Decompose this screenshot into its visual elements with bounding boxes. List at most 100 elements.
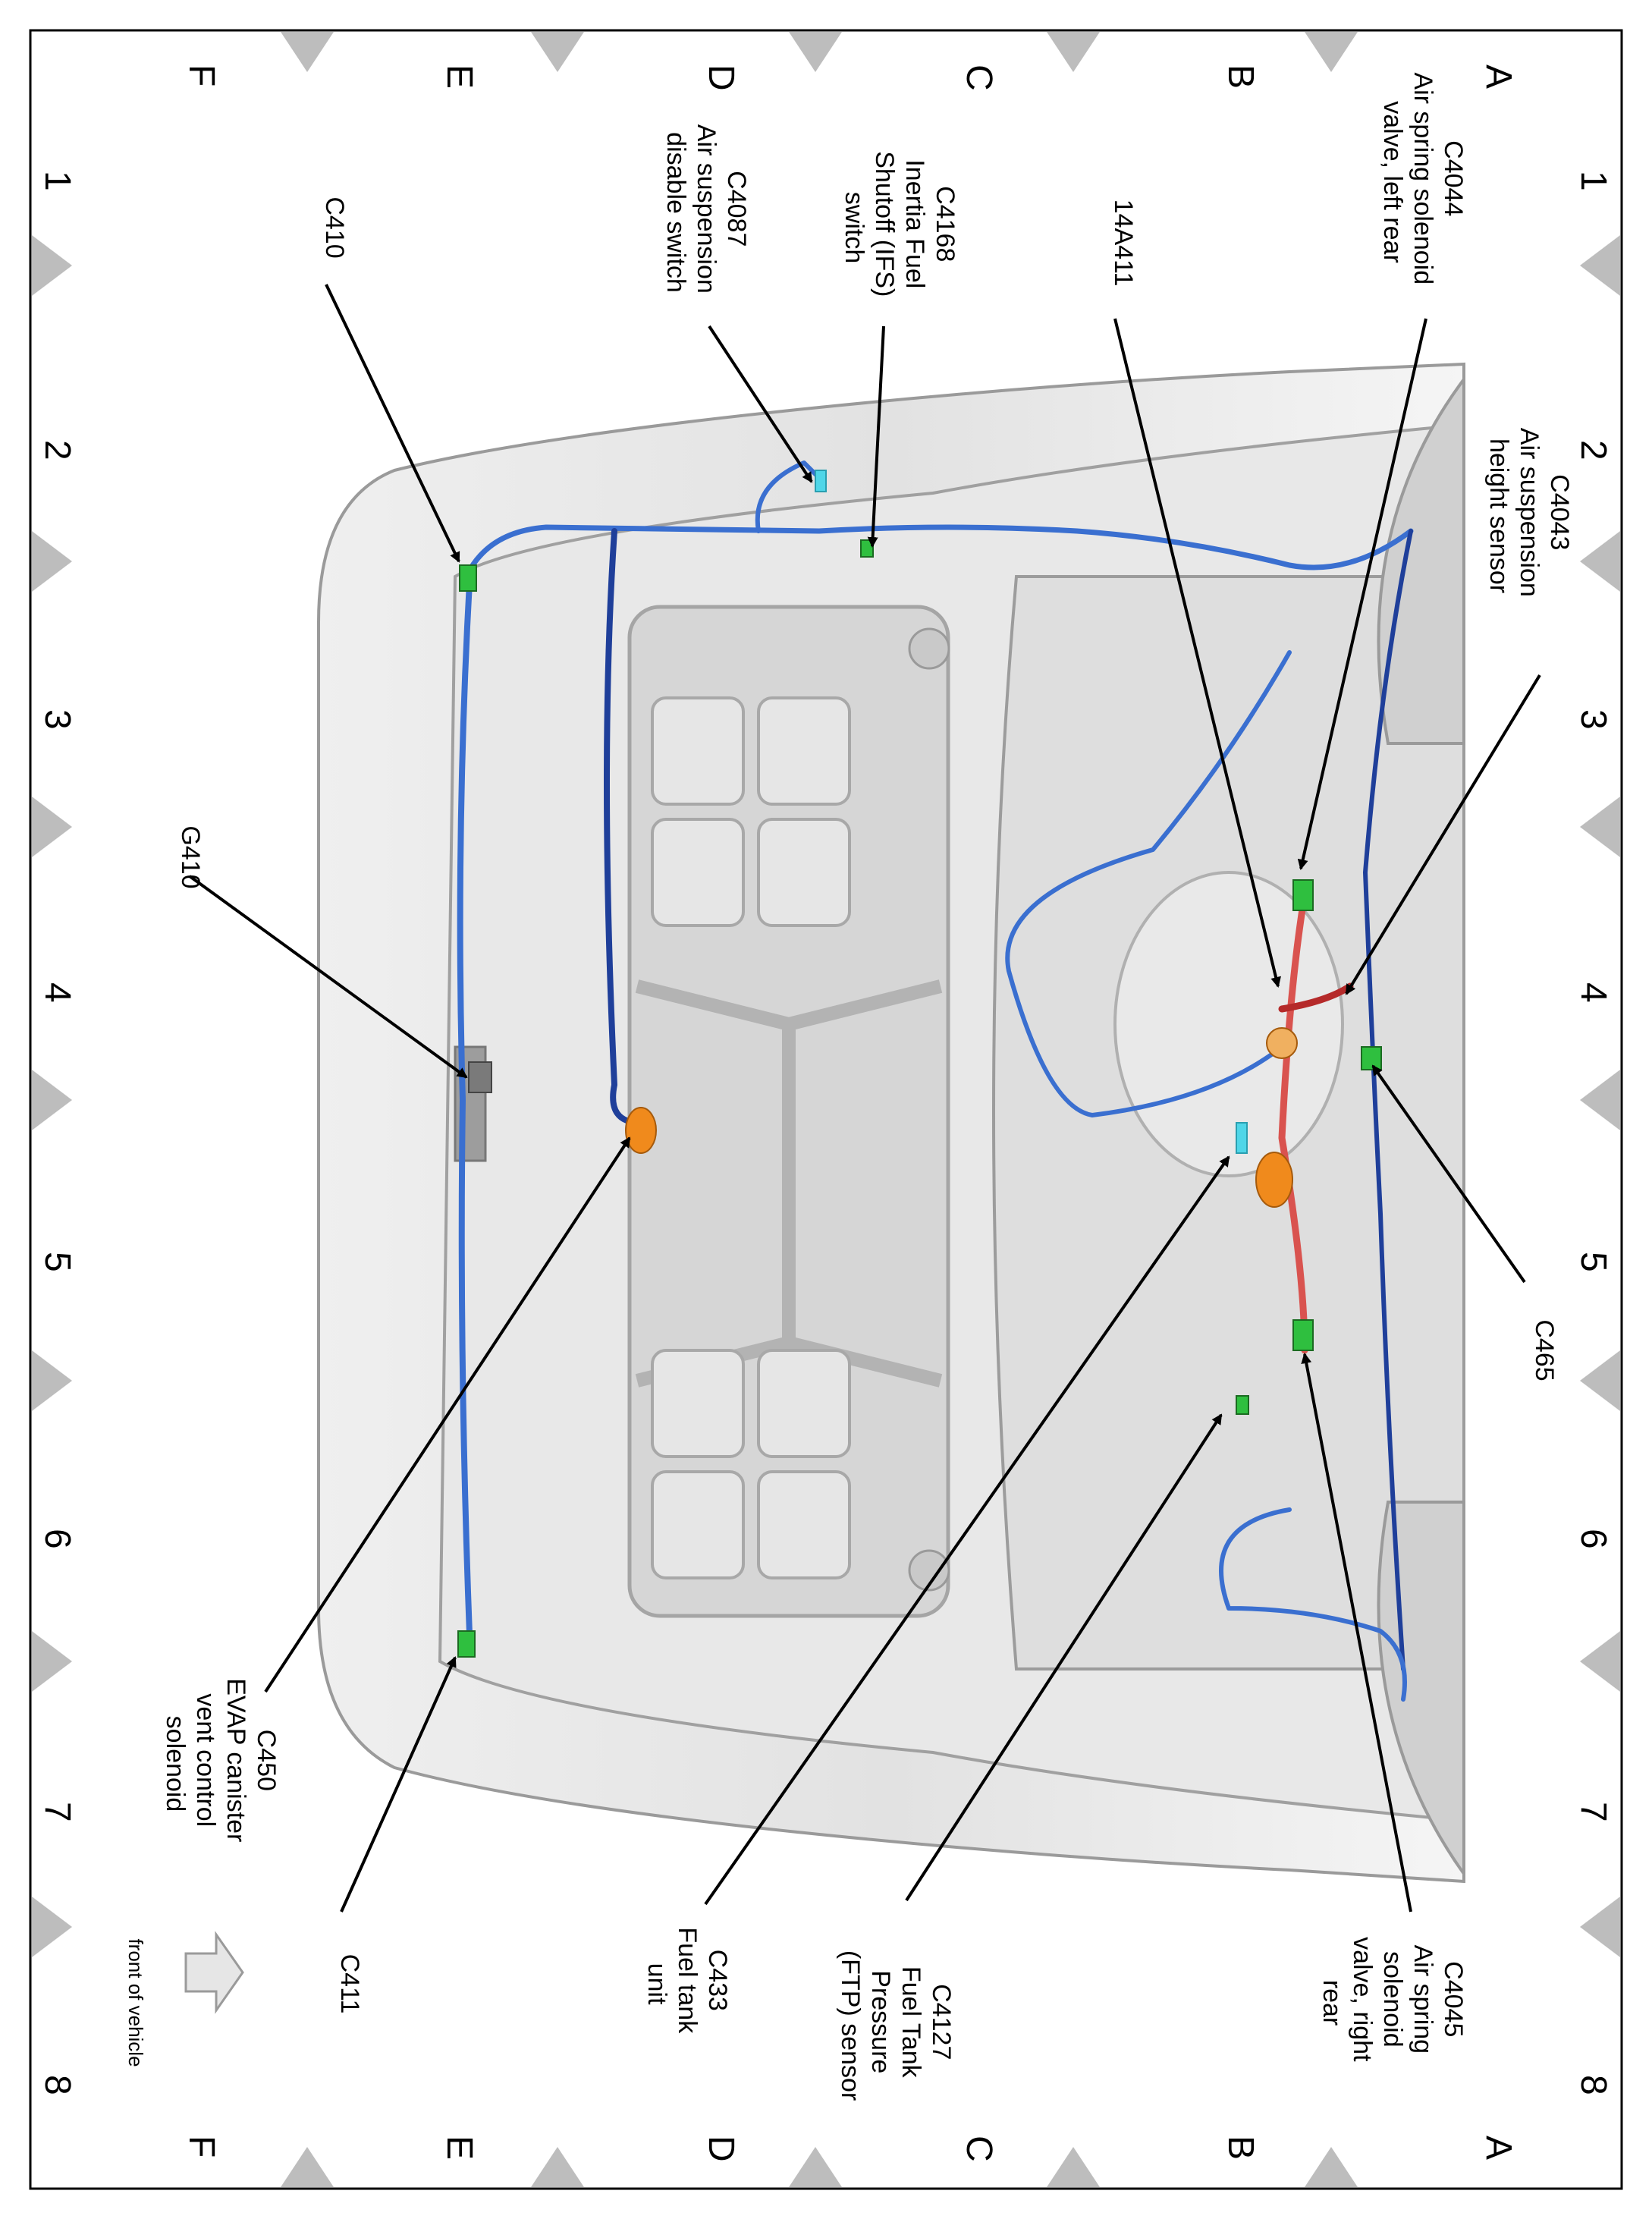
grid-letter-d-top: D [701, 64, 741, 91]
callout-c450: C450 EVAP canister vent control solenoid [161, 1678, 281, 1850]
callout-c450-line-1: C450 [252, 1730, 281, 1791]
callout-c4045-line-3: solenoid [1378, 1951, 1407, 2048]
leader-14a411 [1113, 318, 1281, 988]
harness-junction-14a411 [1266, 1027, 1298, 1059]
svg-text:14A411: 14A411 [1109, 200, 1138, 287]
grid-number-8-right: 8 [1573, 2075, 1613, 2095]
connector-c4045 [1292, 1319, 1314, 1351]
harness-cross-run [467, 524, 1414, 572]
callout-c4168-line-1: C4168 [931, 186, 959, 262]
harness-air-suspension [1278, 891, 1308, 1354]
callout-c433-line-2: Fuel tank [673, 1927, 702, 2034]
grid-number-5-left: 5 [37, 1252, 77, 1272]
ground-g410 [468, 1061, 492, 1093]
callout-c4043-line-3: height sensor [1484, 438, 1513, 593]
callout-c4045: C4045 Air spring solenoid valve, right r… [1318, 1937, 1468, 2069]
grid-letters-top: A B C D E F [181, 64, 1519, 91]
grid-number-1-left: 1 [37, 171, 77, 191]
callout-c410-line-1: C410 [320, 196, 349, 258]
leader-c4087 [708, 325, 813, 483]
grid-number-2-right: 2 [1573, 440, 1613, 460]
connectors [457, 470, 1382, 1658]
grid-letter-a-bottom: A [1478, 2136, 1519, 2160]
harness-tank-branch [1005, 650, 1292, 1117]
harness-right-loop [1219, 1507, 1407, 1702]
callout-c465: C465 [1530, 1319, 1559, 1381]
callout-c433: C433 Fuel tank unit [642, 1927, 732, 2040]
callout-c4045-line-5: rear [1318, 1980, 1346, 2026]
connector-c4087 [815, 470, 827, 492]
grid-number-6-left: 6 [37, 1529, 77, 1549]
mount-boss-right [908, 1549, 950, 1592]
svg-text:C411: C411 [335, 1954, 364, 2014]
svg-text:C465: C465 [1530, 1319, 1559, 1381]
grid-number-7-right: 7 [1573, 1802, 1613, 1822]
grid-number-7-left: 7 [37, 1802, 77, 1822]
leader-lines [188, 284, 1541, 1913]
svg-text:C410: C410 [320, 196, 349, 258]
fuel-tank-area [1113, 871, 1344, 1177]
connector-c411 [457, 1630, 476, 1658]
callout-c433-line-1: C433 [703, 1950, 732, 2011]
callout-c4045-line-1: C4045 [1439, 1961, 1468, 2037]
grid-letter-f-bottom: F [181, 2136, 221, 2158]
connector-c410 [459, 564, 477, 592]
callout-c4044-line-1: C4044 [1439, 140, 1468, 216]
connector-c433 [1236, 1122, 1248, 1154]
harness-drop-center [604, 528, 644, 1126]
svg-text:C450 EVAP canister: C450 EVAP canister vent control solenoid [161, 1678, 281, 1850]
callout-c450-line-3: vent control [191, 1693, 220, 1827]
leader-c4045 [1301, 1353, 1412, 1913]
grid-numbers-right: 1 2 3 4 5 6 7 8 [1573, 171, 1613, 2095]
svg-text:C4043 Air suspension: C4043 Air suspension height sensor [1484, 428, 1574, 604]
grid-number-5-right: 5 [1573, 1252, 1613, 1272]
vehicle-body [317, 362, 1465, 1884]
connector-c433-unit [1255, 1152, 1293, 1208]
harness-air-suspension-b [1278, 982, 1354, 1013]
callout-g410: G410 [176, 825, 205, 888]
callout-c410: C410 [320, 196, 349, 258]
callout-c433-line-3: unit [642, 1963, 671, 2005]
harness-wiring [457, 460, 1414, 1702]
grid-letter-f-top: F [181, 64, 221, 86]
svg-text:C4127 Fuel Tank: C4127 Fuel Tank Pressure (FTP) sensor [836, 1950, 956, 2101]
grid-letter-e-top: E [439, 64, 479, 89]
callout-c4044-line-2: Air spring solenoid [1409, 72, 1437, 284]
callout-c4087-line-1: C4087 [722, 171, 751, 247]
leader-c410 [325, 284, 460, 563]
callout-14a411: 14A411 [1109, 200, 1138, 287]
connector-c4127 [1236, 1395, 1249, 1415]
grid-number-4-left: 4 [37, 982, 77, 1003]
callout-c4127: C4127 Fuel Tank Pressure (FTP) sensor [836, 1950, 956, 2101]
front-arrow-icon [184, 1931, 244, 2014]
callout-c4044: C4044 Air spring solenoid valve, left re… [1378, 72, 1468, 284]
callout-g410-line-1: G410 [176, 825, 205, 888]
connector-c4044 [1292, 879, 1314, 911]
leader-c4043 [1345, 674, 1541, 995]
grid-markers [32, 32, 1620, 2187]
leader-g410 [188, 875, 468, 1079]
svg-text:C4168 Inertia Fuel: C4168 Inertia Fuel Shutoff (IFS) switch [840, 151, 959, 304]
callout-c4045-line-2: Air spring [1409, 1944, 1437, 2054]
callout-c4127-line-2: Fuel Tank [897, 1966, 925, 2079]
grid-number-3-right: 3 [1573, 709, 1613, 730]
grid-number-3-left: 3 [37, 709, 77, 730]
callout-c4087-line-2: Air suspension [692, 124, 721, 294]
leader-c4044 [1297, 318, 1427, 870]
svg-text:C4045 Air spring: C4045 Air spring solenoid valve, right r… [1318, 1937, 1468, 2069]
grid-letters-bottom: A B C D E F [181, 2136, 1519, 2162]
callout-14a411-line-1: 14A411 [1109, 200, 1138, 287]
callout-c465-line-1: C465 [1530, 1319, 1559, 1381]
connector-c465 [1361, 1046, 1382, 1070]
leader-c433 [704, 1155, 1230, 1906]
svg-text:C433 Fuel tank: C433 Fuel tank unit [642, 1927, 732, 2040]
callout-c4045-line-4: valve, right [1348, 1937, 1377, 2062]
grid-letter-d-bottom: D [701, 2136, 741, 2162]
callout-c4127-line-4: (FTP) sensor [836, 1950, 865, 2101]
callout-c4087-line-3: disable switch [661, 132, 690, 293]
leader-c450 [264, 1136, 631, 1693]
grid-letter-c-bottom: C [959, 2136, 999, 2162]
floor-pockets [651, 696, 851, 1579]
grid-letter-b-bottom: B [1220, 2136, 1261, 2160]
